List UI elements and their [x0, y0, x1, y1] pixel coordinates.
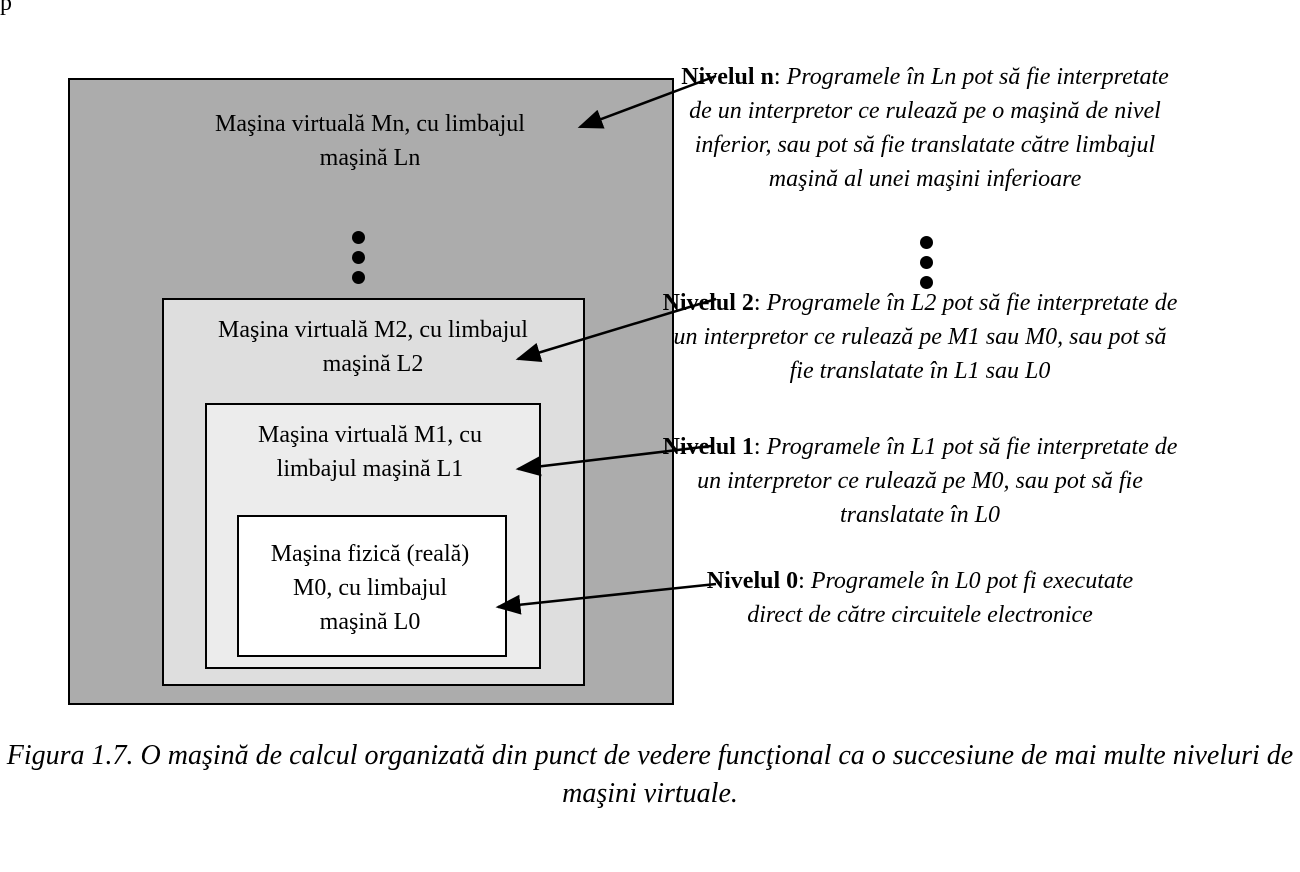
level-2-text: Programele în L2 pot să fie interpretate… [673, 290, 1178, 384]
machine-m2-label: Maşina virtuală M2, cu limbajul maşină L… [218, 317, 528, 377]
cropped-text-fragment: p [0, 0, 12, 16]
physical-machine-m0-box [237, 515, 507, 657]
level-n-text: Programele în Ln pot să fie interpretate… [689, 64, 1169, 192]
level-1-text: Programele în L1 pot să fie interpretate… [697, 434, 1178, 528]
machine-m1-label: Maşina virtuală M1, cu limbajul maşină L… [258, 422, 482, 482]
level-0-description: Nivelul 0: Programele în L0 pot fi execu… [706, 568, 1134, 628]
level-n-name: Nivelul n [681, 64, 774, 90]
machine-mn-label: Maşina virtuală Mn, cu limbajul maşină L… [215, 111, 525, 171]
level-1-description: Nivelul 1: Programele în L1 pot să fie i… [662, 434, 1178, 528]
level-2-arrow [515, 297, 717, 363]
level-0-name: Nivelul 0 [706, 568, 799, 594]
level-1-arrow [515, 444, 712, 477]
machine-m0-label: Maşina fizică (reală) M0, cu limbajul ma… [270, 541, 470, 635]
figure-caption: Figura 1.7. O maşină de calcul organizat… [6, 740, 1294, 809]
level-n-description: Nivelul n: Programele în Ln pot să fie i… [681, 64, 1169, 192]
level-0-arrow [495, 582, 717, 615]
level-0-text: Programele în L0 pot fi executate direct… [747, 568, 1134, 628]
ellipsis-dots-icon [920, 236, 934, 296]
level-n-arrow [577, 74, 717, 129]
ellipsis-dots-icon [352, 231, 366, 291]
level-2-description: Nivelul 2: Programele în L2 pot să fie i… [662, 290, 1178, 384]
